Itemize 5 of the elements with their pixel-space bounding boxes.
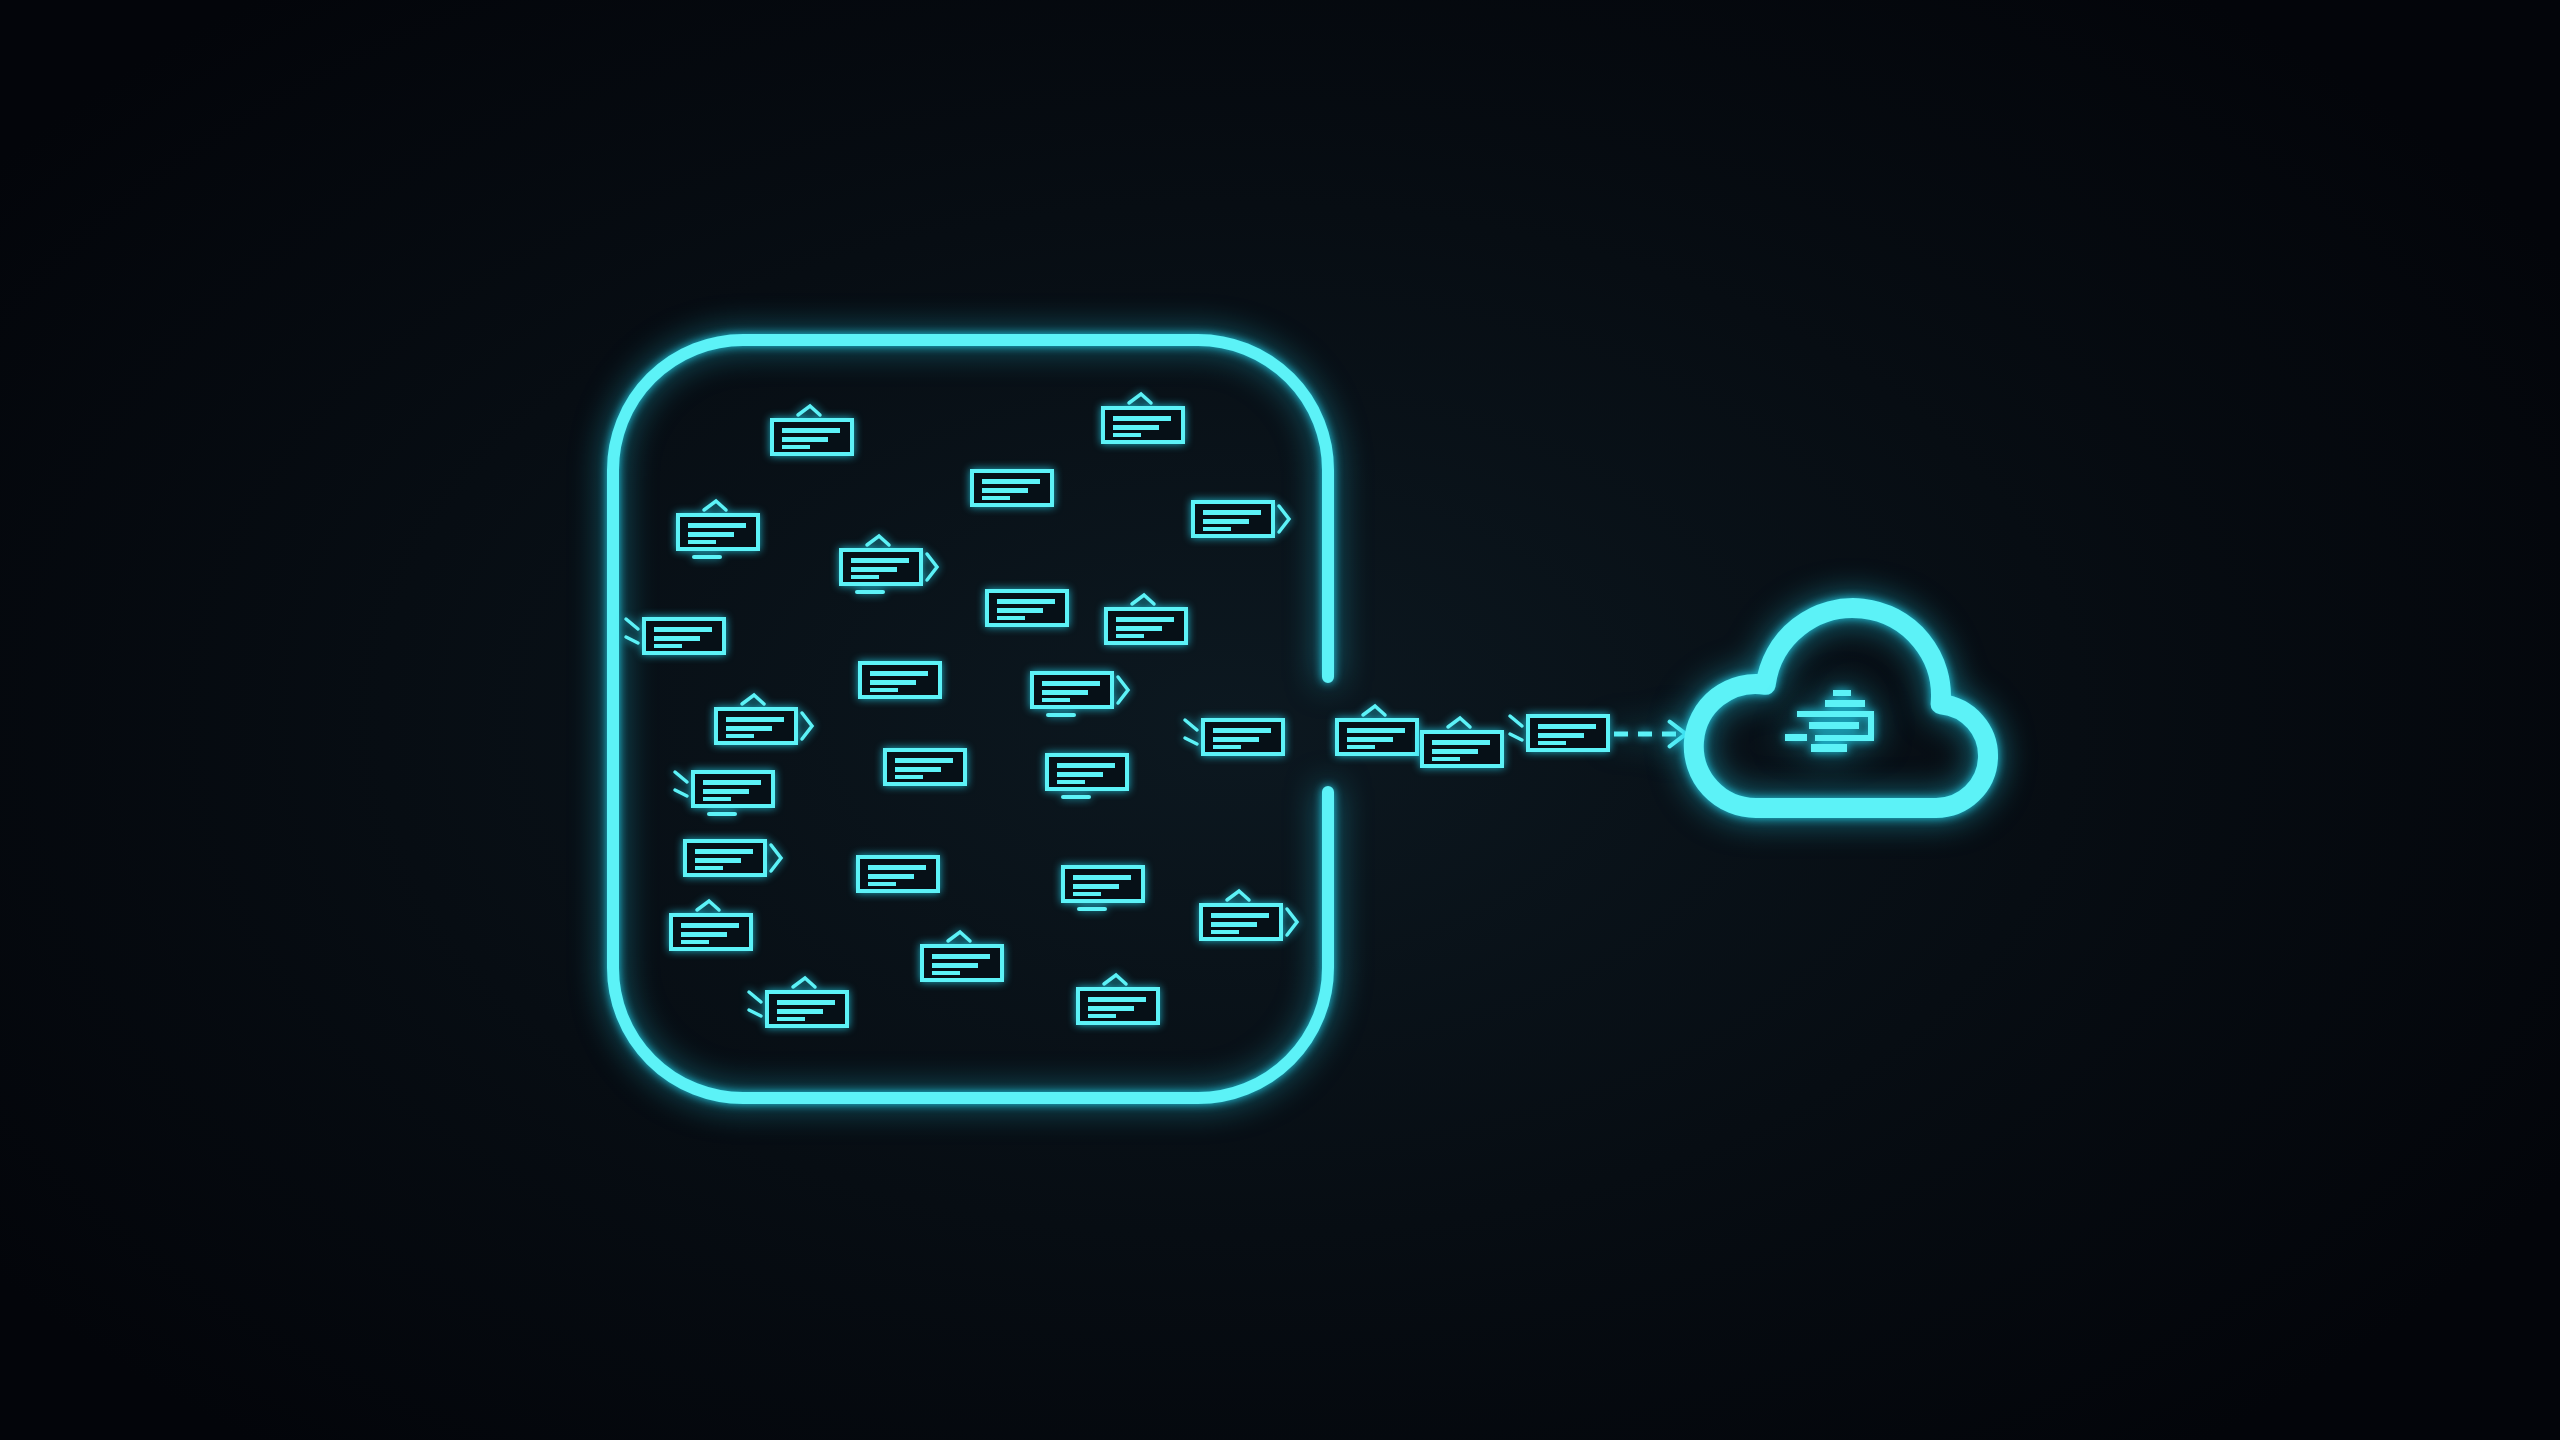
rounded-container <box>607 334 1334 1104</box>
message-card-icon <box>1335 704 1419 756</box>
message-card-icon <box>1420 716 1504 768</box>
cloud-shape <box>1684 598 1998 818</box>
message-card-icon <box>1508 714 1610 752</box>
